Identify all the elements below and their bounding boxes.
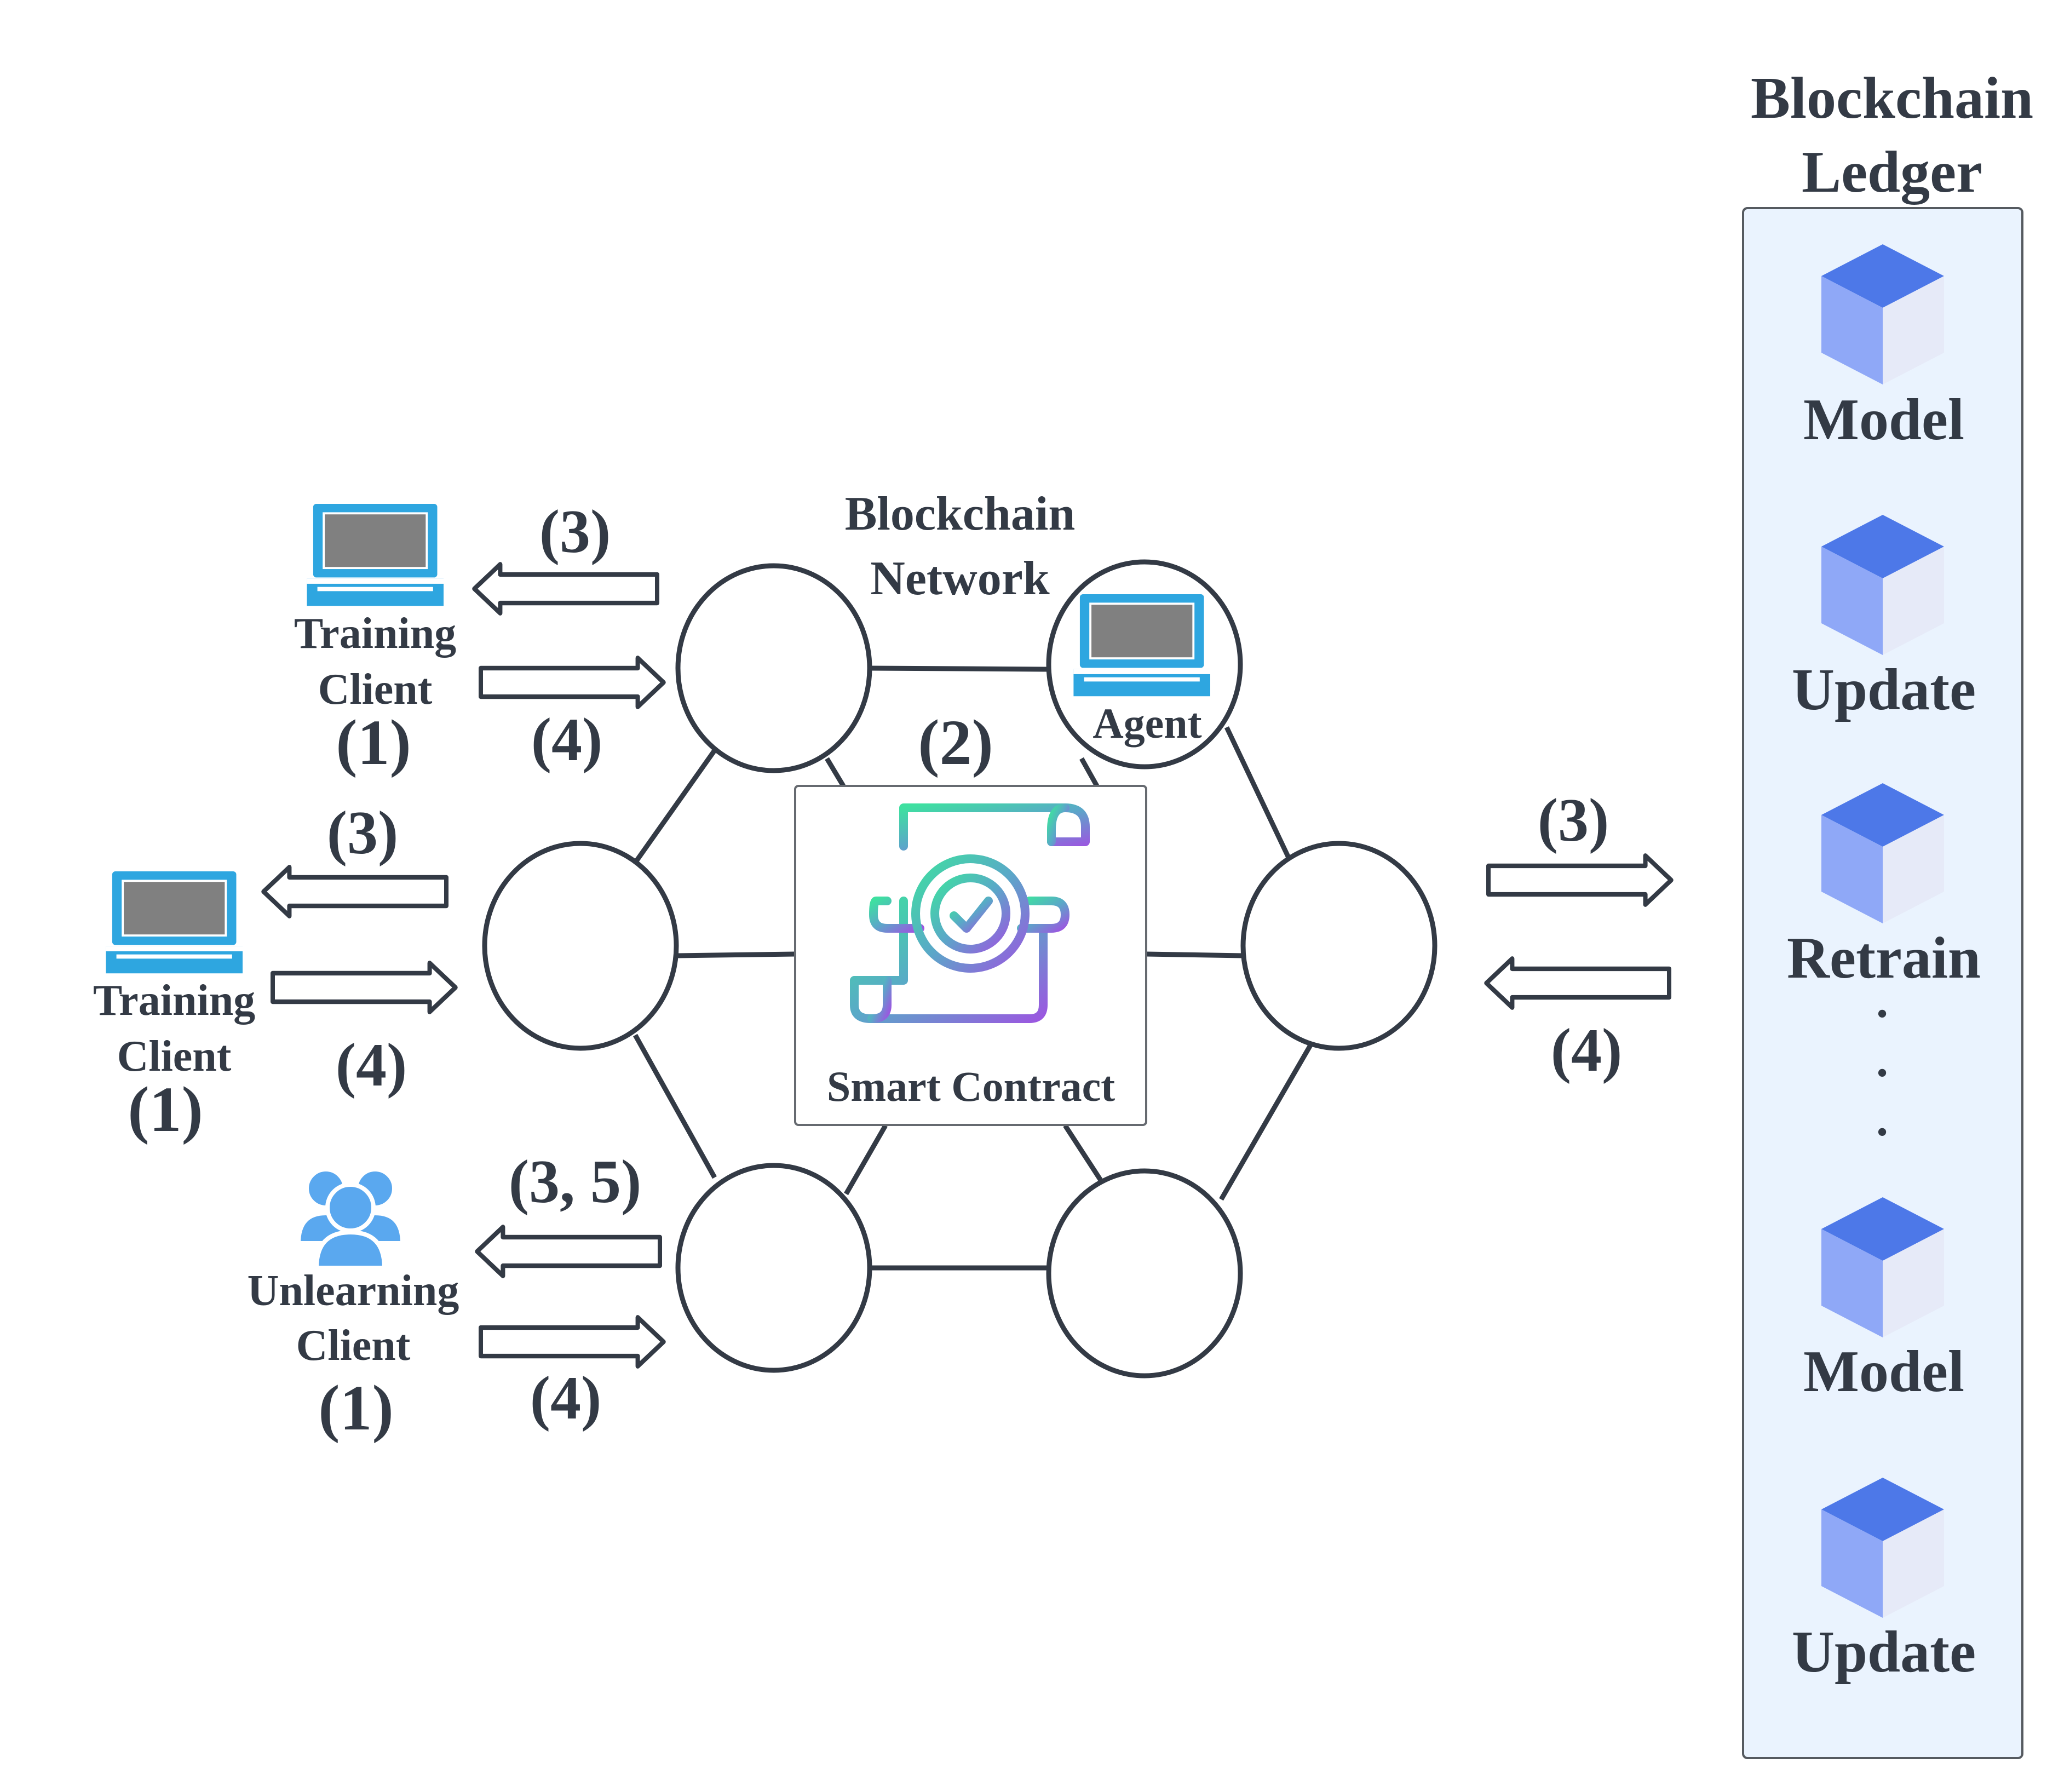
ledger-ellipsis-dot: · [1874, 987, 1890, 1041]
contract-scroll-icon [850, 803, 1090, 1023]
laptop-icon [306, 503, 445, 607]
network-node [675, 563, 872, 773]
network-edge [1079, 757, 1099, 788]
network-edge [867, 665, 1049, 672]
network-edge [633, 749, 717, 864]
ledger-panel [1742, 207, 2023, 1759]
client-out-step: (3) [327, 799, 399, 867]
ledger-title-line2: Ledger [1802, 140, 1982, 205]
arrow-to-ledger [1488, 855, 1671, 904]
ledger-ellipsis-dot: · [1874, 1106, 1890, 1159]
arrow-to-client [263, 867, 446, 916]
laptop-icon [105, 870, 244, 975]
agent-label: Agent [1092, 699, 1201, 747]
arrow-to-client [474, 564, 657, 613]
ledger-block-label: Model [1803, 1339, 1964, 1404]
network-edge [1146, 951, 1244, 958]
smart-contract-label: Smart Contract [827, 1062, 1115, 1110]
client-label-line2: Client [296, 1322, 411, 1370]
smart-contract-step: (2) [918, 707, 993, 778]
ledger-block-label: Model [1803, 387, 1964, 452]
network-node [1240, 841, 1438, 1051]
network-edge [1224, 726, 1292, 861]
network-edge [1063, 1124, 1103, 1182]
ledger-block-label: Update [1792, 657, 1976, 722]
smart-contract-box [794, 785, 1147, 1126]
network-edge [633, 1033, 717, 1179]
client-step: (1) [128, 1073, 203, 1145]
client-out-step: (3) [539, 498, 611, 566]
arrow-to-network [481, 1317, 664, 1366]
laptop-icon [1072, 593, 1211, 698]
client-in-step: (4) [336, 1031, 407, 1099]
arrow-to-network [273, 963, 456, 1012]
ledger-out-step: (3) [1538, 786, 1609, 854]
arrow-to-client [477, 1227, 660, 1276]
network-edges [633, 665, 1314, 1271]
ledger-title-line1: Blockchain [1751, 66, 2033, 131]
network-edge [825, 757, 846, 788]
network-node [675, 1163, 872, 1373]
network-node [1046, 1168, 1243, 1379]
client-label-line1: Training [93, 977, 255, 1025]
client-in-step: (4) [530, 1364, 602, 1432]
users-icon [296, 1167, 405, 1270]
client-label-line1: Unlearning [248, 1267, 459, 1315]
client-label-line1: Training [294, 610, 456, 658]
network-edge [844, 1124, 888, 1196]
client-label-line2: Client [117, 1032, 232, 1081]
arrow-from-ledger [1486, 958, 1669, 1007]
ledger-in-step: (4) [1551, 1016, 1623, 1084]
arrow-to-network [481, 658, 664, 707]
network-edge [677, 951, 796, 958]
ledger-block-label: Update [1792, 1619, 1976, 1685]
ledger-block-label: Retrain [1787, 926, 1981, 991]
network-node [482, 841, 679, 1051]
client-step: (1) [336, 707, 411, 778]
client-out-step: (3, 5) [509, 1148, 642, 1216]
network-edge [1219, 1042, 1314, 1201]
network-title-line2: Network [870, 552, 1050, 605]
network-title-line1: Blockchain [845, 487, 1076, 541]
client-in-step: (4) [531, 706, 603, 774]
client-step: (1) [318, 1372, 394, 1444]
ledger-ellipsis-dot: · [1874, 1047, 1890, 1100]
client-label-line2: Client [318, 665, 433, 714]
